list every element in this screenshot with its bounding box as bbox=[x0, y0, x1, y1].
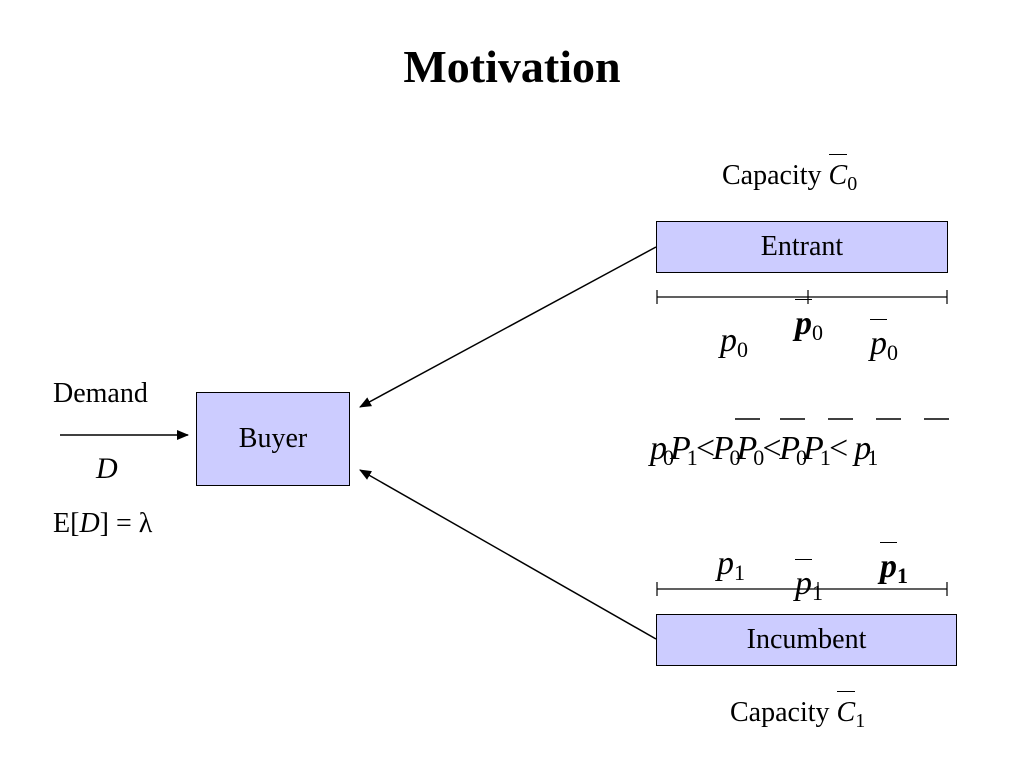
expected-demand: E[D] = λ bbox=[53, 508, 153, 539]
entrant-price-low: p0 bbox=[720, 322, 748, 362]
incumbent-label: Incumbent bbox=[746, 624, 867, 655]
incumbent-capacity: Capacity C1 bbox=[730, 691, 866, 732]
price-ordering-expression: p0P1<P0P0<P0P1< p1 bbox=[650, 430, 878, 470]
incumbent-price-mid: p1 bbox=[795, 559, 823, 605]
entrant-price-interval bbox=[656, 290, 948, 304]
entrant-price-high: p0 bbox=[870, 319, 898, 365]
incumbent-price-low: p1 bbox=[717, 545, 745, 585]
entrant-box: Entrant bbox=[656, 221, 948, 273]
demand-variable: D bbox=[96, 452, 118, 485]
incumbent-box: Incumbent bbox=[656, 614, 957, 666]
entrant-price-mid: p0 bbox=[795, 299, 823, 345]
page-title: Motivation bbox=[403, 41, 621, 92]
demand-label: Demand bbox=[53, 378, 148, 409]
entrant-to-buyer-arrow bbox=[359, 246, 657, 408]
incumbent-to-buyer-arrow bbox=[359, 469, 657, 640]
buyer-box: Buyer bbox=[196, 392, 350, 486]
buyer-label: Buyer bbox=[238, 423, 308, 454]
incumbent-price-interval bbox=[656, 582, 948, 596]
incumbent-price-high: p1 bbox=[880, 542, 908, 588]
entrant-capacity: Capacity C0 bbox=[722, 154, 858, 195]
entrant-label: Entrant bbox=[760, 231, 844, 262]
